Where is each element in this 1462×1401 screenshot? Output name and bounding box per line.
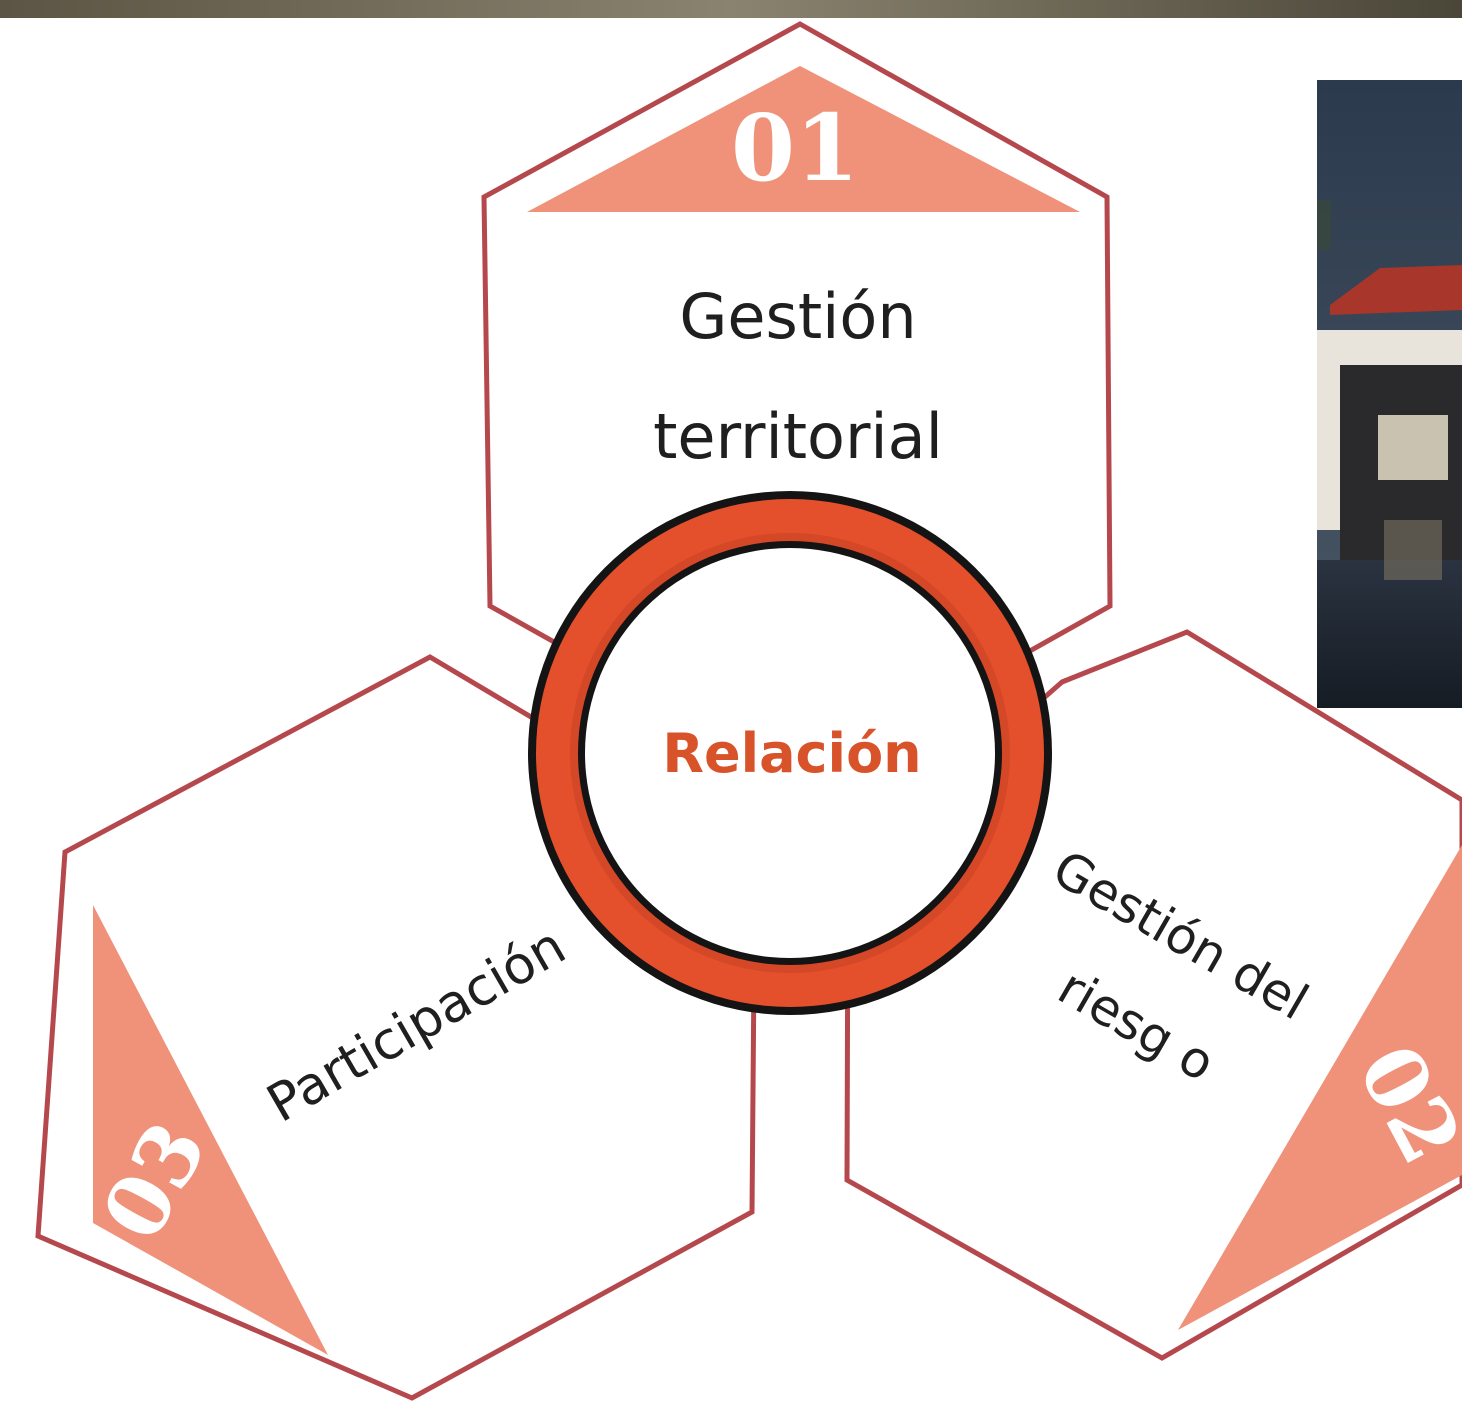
center-label: Relación: [662, 722, 921, 785]
segment-01-number: 01: [731, 94, 859, 202]
segment-01-label-line1: Gestión: [679, 280, 916, 353]
monument-photo: [1317, 80, 1462, 708]
triangle-03: [93, 905, 328, 1355]
triangle-01: [527, 66, 1080, 212]
top-photo-strip: [0, 0, 1462, 18]
center-ring: Relación: [528, 491, 1052, 1015]
triangle-02: [1178, 845, 1462, 1330]
segment-01-label-line2: territorial: [653, 400, 943, 473]
